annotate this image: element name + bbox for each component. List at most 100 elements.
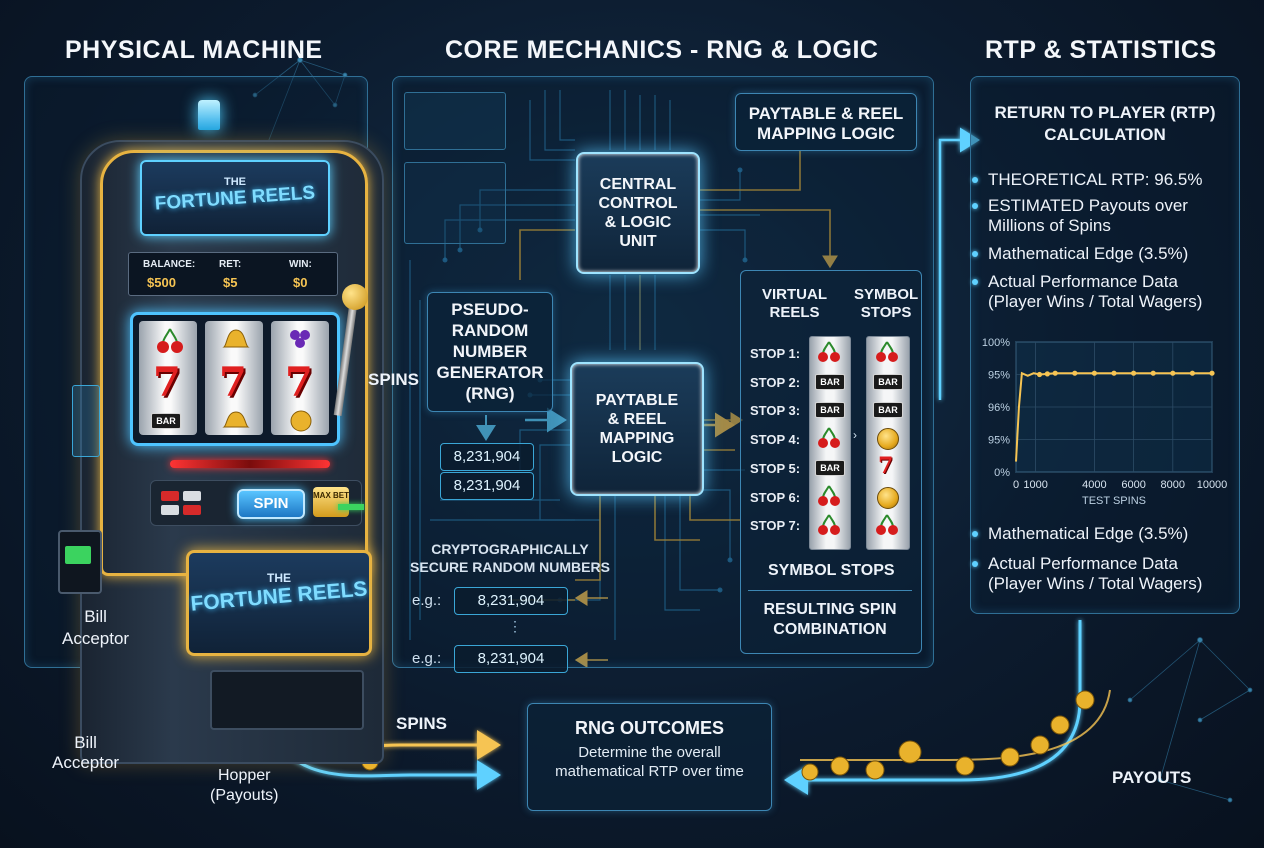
rng-outcomes-title: RNG OUTCOMES (574, 718, 724, 738)
rtp-bullet: Actual Performance Data (Player Wins / T… (971, 272, 1203, 311)
max-bet-button[interactable]: MAX BET (313, 487, 349, 517)
y-tick-label: 0% (994, 467, 1010, 479)
cabinet (80, 140, 384, 764)
data-point (1170, 370, 1176, 376)
belly-panel: THE FORTUNE REELS (186, 550, 372, 656)
random-number-box-2: 8,231,904 (440, 472, 534, 500)
payouts-label: PAYOUTS (1112, 768, 1192, 787)
info-display: BALANCE: $500 RET: $5 WIN: $0 (128, 252, 338, 296)
mapping-arrow-icon: › (853, 428, 857, 442)
rtp-heading: RETURN TO PLAYER (RTP) CALCULATION (994, 103, 1216, 144)
seven-symbol-icon: 7 (219, 359, 247, 406)
resulting-combination-label: RESULTING SPIN COMBINATION (763, 601, 897, 638)
crypto-label: CRYPTOGRAPHICALLY SECURE RANDOM NUMBERS (410, 541, 610, 575)
coin-symbol-icon (877, 487, 899, 509)
y-tick-label: 95% (988, 435, 1010, 447)
beacon-light-icon (198, 100, 220, 130)
virtual-reels-heading: VIRTUAL REELS (762, 286, 827, 321)
rtp-statistics-title: RTP & STATISTICS (985, 36, 1217, 64)
seven-symbol-icon: 7 (878, 453, 894, 479)
rtp-bullet: THEORETICAL RTP: 96.5% (971, 170, 1203, 189)
seven-symbol-icon: 7 (153, 359, 181, 406)
x-axis-label: TEST SPINS (1082, 495, 1146, 507)
bar-symbol-icon: BAR (873, 402, 903, 418)
cashout-button[interactable] (183, 505, 201, 515)
bar-symbol-icon: BAR (815, 460, 845, 476)
line-button[interactable] (161, 505, 179, 515)
bar-symbol-icon: BAR (815, 374, 845, 390)
bill-acceptor-label-2: Bill Acceptor (52, 733, 120, 772)
data-point (1091, 370, 1097, 376)
bet-button[interactable] (183, 491, 201, 501)
stop-label: STOP 4: (750, 432, 801, 447)
symbol-stops-heading: SYMBOL STOPS (854, 286, 919, 321)
ticket-slot (338, 504, 364, 510)
paytable-mapping-chip: PAYTABLE & REEL MAPPING LOGIC (570, 362, 704, 496)
cherry-icon (818, 427, 840, 448)
paytable-logic-box: PAYTABLE & REEL MAPPING LOGIC (735, 93, 917, 151)
y-tick-label: 95% (988, 370, 1010, 382)
y-tick-label: 96% (988, 402, 1010, 414)
stop-label: STOP 7: (750, 518, 801, 533)
slot-machine: THE FORTUNE REELS BALANCE: $500 RET: $5 … (58, 100, 384, 764)
spin-button[interactable]: SPIN (237, 489, 305, 519)
x-tick-label: 0 (1013, 479, 1019, 491)
stop-label: STOP 1: (750, 346, 801, 361)
rtp-bullet: Actual Performance Data (Player Wins / T… (971, 554, 1203, 593)
data-point (1131, 370, 1137, 376)
bell-icon (222, 329, 250, 348)
central-control-chip: CENTRAL CONTROL & LOGIC UNIT (576, 152, 700, 274)
light-strip (170, 460, 330, 468)
seven-symbol-icon: 7 (285, 359, 313, 406)
bill-acceptor[interactable] (58, 530, 102, 594)
win-label: WIN: (289, 259, 312, 270)
cherry-icon (876, 341, 898, 362)
x-tick-label: 6000 (1121, 479, 1145, 491)
data-point (1072, 370, 1078, 376)
stop-label: STOP 6: (750, 490, 801, 505)
data-screen (404, 92, 506, 150)
x-tick-label: 10000 (1197, 479, 1228, 491)
bar-symbol-icon: BAR (151, 413, 181, 429)
cash-bill-icon (65, 546, 91, 564)
x-tick-label: 1000 (1023, 479, 1047, 491)
rtp-bullet: Mathematical Edge (3.5%) (971, 244, 1189, 263)
spins-label-upper: SPINS (368, 370, 420, 389)
core-mechanics-title: CORE MECHANICS - RNG & LOGIC (445, 36, 879, 64)
bet-label: RET: (219, 259, 242, 270)
series-line (1015, 371, 1212, 462)
bill-acceptor-label-1: Bill Acceptor (62, 607, 130, 648)
stop-label: STOP 5: (750, 461, 801, 476)
data-point (1044, 371, 1050, 377)
cherry-icon (876, 514, 898, 535)
cherry-icon (818, 341, 840, 362)
data-point (1209, 370, 1215, 376)
example-number-box-1: 8,231,904 (454, 587, 568, 615)
bell-icon (222, 411, 250, 428)
lever-knob-icon[interactable] (342, 284, 368, 310)
belly-the: THE (267, 571, 291, 585)
marquee: THE FORTUNE REELS (140, 160, 330, 236)
balance-value: $500 (147, 275, 176, 290)
bet-one-button[interactable] (161, 491, 179, 501)
random-number-box-1: 8,231,904 (440, 443, 534, 471)
x-tick-label: 8000 (1161, 479, 1185, 491)
rtp-bullet: ESTIMATED Payouts over Millions of Spins (972, 196, 1188, 235)
coin-symbol-icon (290, 410, 312, 432)
rtp-bullet: Mathematical Edge (3.5%) (971, 524, 1189, 543)
grapes-icon (290, 330, 310, 348)
rtp-panel (970, 76, 1240, 614)
example-number-box-2: 8,231,904 (454, 645, 568, 673)
marquee-the: THE (224, 176, 246, 188)
cherry-icon (818, 485, 840, 506)
cherry-icon (818, 514, 840, 535)
control-panel: SPIN MAX BET (150, 480, 362, 526)
bar-symbol-icon: BAR (873, 374, 903, 390)
divider (748, 590, 912, 591)
x-tick-label: 4000 (1082, 479, 1106, 491)
ellipsis: ⋮ (508, 618, 522, 634)
rng-outcomes-text: Determine the overall mathematical RTP o… (555, 744, 744, 780)
hopper-tray (210, 670, 364, 730)
rng-outcomes-box: RNG OUTCOMES Determine the overall mathe… (527, 703, 772, 811)
